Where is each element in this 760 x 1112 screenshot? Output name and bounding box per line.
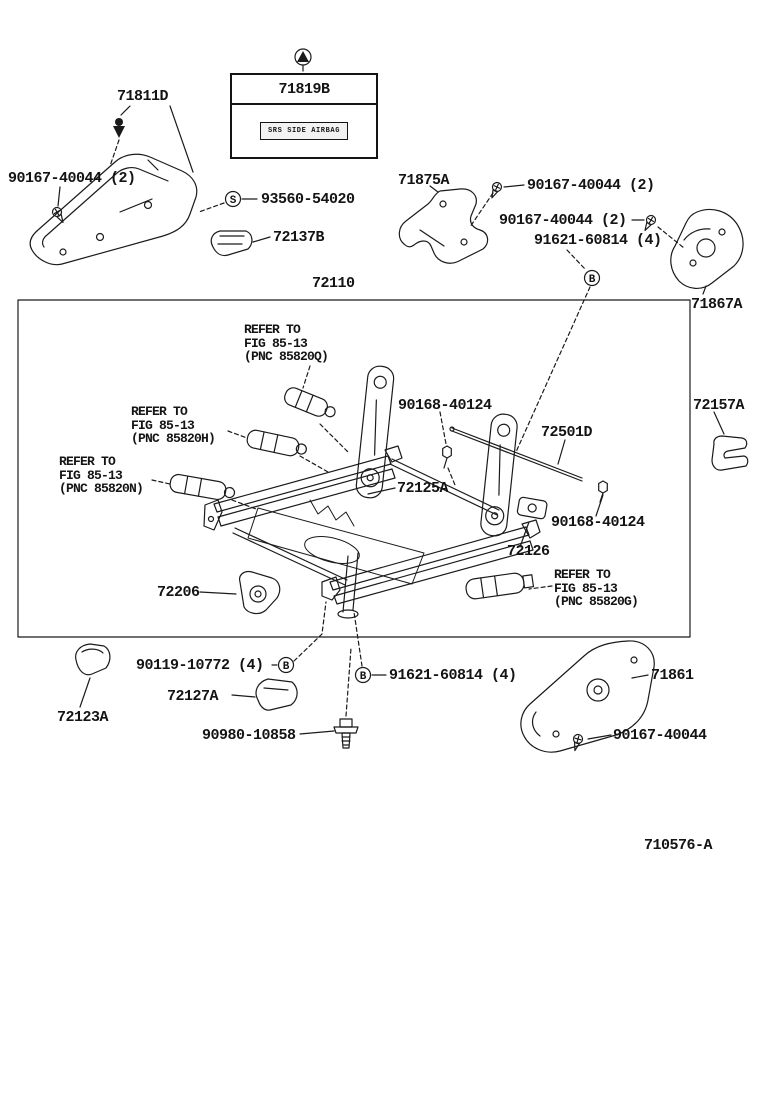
callout-72126: 72126 — [507, 543, 550, 560]
refer-line-3: (PNC 85820N) — [59, 481, 144, 496]
symbol-b-circle-left: B — [277, 656, 295, 674]
screw-icon-left — [51, 206, 64, 223]
leader-lines — [57, 105, 725, 740]
callout-72125a: 72125A — [397, 480, 449, 497]
pin-icon — [113, 118, 125, 138]
motor-85820g-drawing — [465, 572, 535, 600]
screw-icon-top-right-1 — [491, 181, 503, 199]
refer-line-1: REFER TO — [131, 404, 188, 419]
srs-airbag-tag: SRS SIDE AIRBAG — [259, 122, 349, 140]
seat-frame-drawing — [203, 365, 583, 619]
symbol-b-circle-bottom: B — [354, 666, 372, 684]
callout-90167-left: 90167-40044 (2) — [8, 170, 136, 187]
refer-line-3: (PNC 85820H) — [131, 431, 216, 446]
symbol-b-letter: B — [360, 671, 367, 683]
motor-85820n-drawing — [169, 473, 236, 501]
callout-93560: 93560-54020 — [261, 191, 355, 208]
refer-block-85820g: REFER TO FIG 85-13 (PNC 85820G) — [554, 567, 639, 609]
motor-85820h-drawing — [246, 429, 307, 457]
callout-90980: 90980-10858 — [202, 727, 296, 744]
part-72126-drawing — [516, 496, 548, 520]
bolt-icon-90168-right — [598, 480, 608, 503]
callout-71861: 71861 — [651, 667, 694, 684]
part-72127a-cover-drawing — [255, 678, 298, 711]
clip-90980-drawing — [333, 718, 359, 749]
refer-block-85820q: REFER TO FIG 85-13 (PNC 85820Q) — [244, 322, 329, 364]
callout-91621-bottom: 91621-60814 (4) — [389, 667, 517, 684]
callout-90167-top-right-2: 90167-40044 (2) — [499, 212, 627, 229]
callout-91621-top: 91621-60814 (4) — [534, 232, 662, 249]
callout-90167-top-right-1: 90167-40044 (2) — [527, 177, 655, 194]
callout-90167-bottom: 90167-40044 — [613, 727, 707, 744]
motor-85820q-drawing — [284, 387, 336, 418]
figure-code: 710576-A — [644, 837, 713, 854]
part-71861-shield-drawing — [520, 640, 655, 753]
refer-line-1: REFER TO — [554, 567, 611, 582]
callout-72137b: 72137B — [273, 229, 325, 246]
callout-71811d: 71811D — [117, 88, 169, 105]
screw-icon-bottom — [572, 733, 584, 752]
callout-72110: 72110 — [312, 275, 355, 292]
warning-triangle-icon — [294, 48, 312, 72]
callout-72157a: 72157A — [693, 397, 745, 414]
refer-line-2: FIG 85-13 — [59, 467, 123, 483]
refer-line-2: FIG 85-13 — [244, 335, 308, 351]
callout-72123a: 72123A — [57, 709, 109, 726]
callout-90168-top: 90168-40124 — [398, 397, 492, 414]
airbag-label-box: 71819B SRS SIDE AIRBAG — [230, 73, 378, 159]
callout-90168-right: 90168-40124 — [551, 514, 645, 531]
refer-line-2: FIG 85-13 — [554, 580, 618, 596]
refer-line-1: REFER TO — [59, 454, 116, 469]
refer-line-2: FIG 85-13 — [131, 417, 195, 433]
part-72137b-cover-drawing — [210, 230, 253, 257]
refer-line-1: REFER TO — [244, 322, 301, 337]
callout-72501d: 72501D — [541, 424, 593, 441]
callout-71867a: 71867A — [691, 296, 743, 313]
refer-block-85820h: REFER TO FIG 85-13 (PNC 85820H) — [131, 404, 216, 446]
airbag-part-number: 71819B — [232, 75, 376, 105]
symbol-s-circle: S — [224, 190, 242, 208]
refer-block-85820n: REFER TO FIG 85-13 (PNC 85820N) — [59, 454, 144, 496]
part-71811d-shield-drawing — [29, 153, 198, 266]
symbol-b-letter: B — [283, 661, 290, 673]
part-72157a-clip-drawing — [711, 435, 749, 471]
symbol-b-letter: B — [589, 274, 596, 286]
callout-72206: 72206 — [157, 584, 200, 601]
symbol-b-circle-top: B — [583, 269, 601, 287]
part-71867a-shield-drawing — [670, 208, 744, 289]
part-71875a-bracket-drawing — [398, 188, 489, 264]
screw-icon-top-right-2 — [644, 214, 657, 231]
frame-72110-box — [17, 299, 691, 638]
callout-90119: 90119-10772 (4) — [136, 657, 264, 674]
refer-line-3: (PNC 85820G) — [554, 594, 639, 609]
refer-line-3: (PNC 85820Q) — [244, 349, 329, 364]
part-72206-drawing — [239, 570, 281, 615]
part-72123a-cover-drawing — [75, 643, 111, 676]
bolt-icon-90168-top — [442, 445, 452, 469]
callout-71875a: 71875A — [398, 172, 450, 189]
callout-72127a: 72127A — [167, 688, 219, 705]
symbol-s-letter: S — [230, 195, 237, 207]
